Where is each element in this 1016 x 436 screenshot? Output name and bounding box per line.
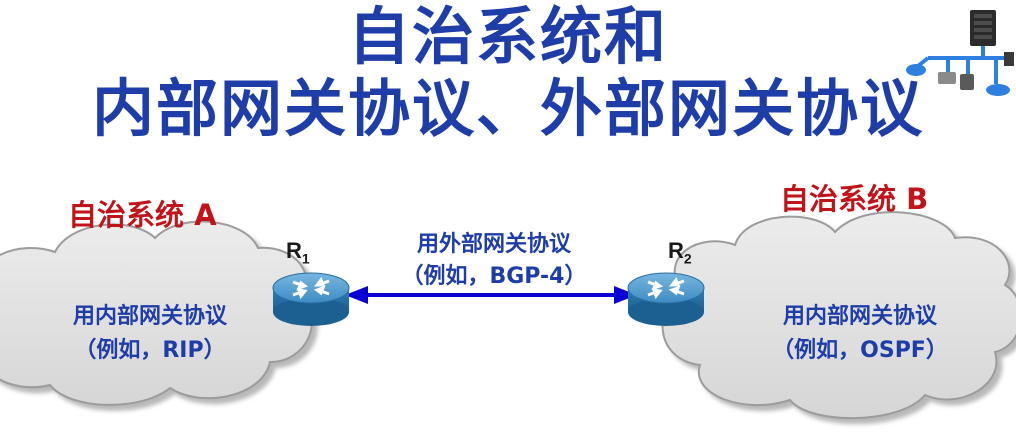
cloud-b-icon [661, 211, 1016, 420]
router-r1-subscript: 1 [301, 250, 310, 267]
as-a-protocol-line-1: 用内部网关协议 [72, 304, 227, 329]
as-b-label: 自治系统 B [780, 182, 929, 216]
title-line-2: 内部网关协议、外部网关协议 [91, 72, 924, 145]
router-r2-letter: R [668, 238, 684, 263]
router-r2-label: R2 [668, 238, 692, 266]
router-r1-letter: R [286, 238, 302, 263]
bgp-link-arrow [345, 286, 637, 304]
title-line-1: 自治系统和 [347, 0, 668, 73]
router-r2-icon [627, 272, 705, 326]
as-b-protocol-line-1: 用内部网关协议 [782, 304, 937, 329]
router-r1-icon [272, 272, 350, 326]
router-r1-label: R1 [286, 238, 310, 266]
as-a-label: 自治系统 A [68, 198, 217, 232]
as-b-protocol-line-2: （例如，OSPF） [772, 338, 948, 363]
as-a-protocol-line-2: （例如，RIP） [74, 338, 226, 363]
link-protocol-line-1: 用外部网关协议 [416, 232, 571, 257]
link-protocol-line-2: （例如，BGP-4） [401, 264, 587, 289]
router-r2-subscript: 2 [683, 250, 692, 267]
network-servers-icon [906, 10, 1014, 96]
